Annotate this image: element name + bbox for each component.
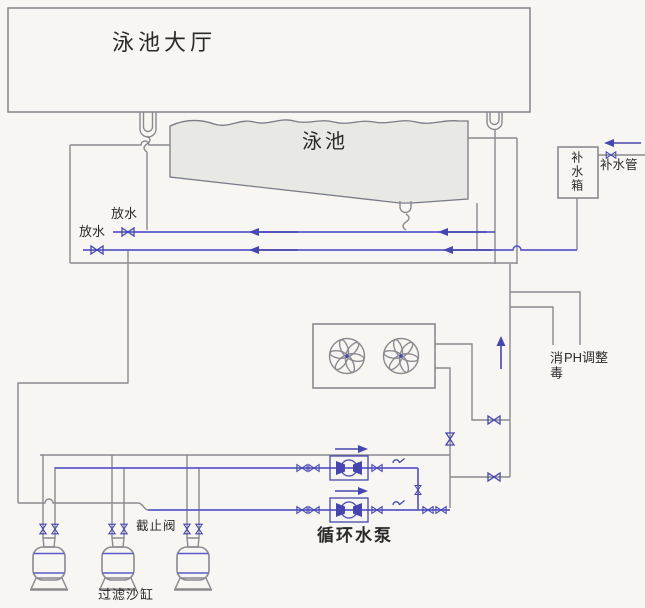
pool-drain-icon — [399, 201, 412, 231]
fan-icon — [382, 337, 420, 375]
disinfect-label: 消毒 — [547, 351, 563, 381]
stop-valve-label: 截止阀 — [136, 519, 177, 533]
drain-label-2: 放水 — [79, 224, 106, 239]
check-valve-icon — [392, 499, 406, 506]
pool-hall-label: 泳池大厅 — [112, 30, 217, 55]
pool-label: 泳池 — [302, 131, 348, 153]
spring-icon-left — [143, 135, 151, 153]
pipe-network-gray — [17, 130, 645, 538]
fan-unit-box — [312, 323, 436, 389]
pool-hall-box — [7, 7, 531, 113]
check-valve-icon — [392, 457, 406, 464]
pipe-network-water — [55, 231, 577, 511]
filter-tank-icon — [173, 537, 213, 591]
makeup-tank-box — [557, 146, 599, 199]
flow-arrows — [249, 139, 641, 495]
makeup-pipe-label: 补水管 — [600, 158, 638, 172]
makeup-tank-label: 补水箱 — [569, 151, 584, 193]
gutter-icon-right — [486, 112, 503, 131]
filter-tank-icon — [29, 537, 69, 591]
gutter-icon-left — [139, 112, 157, 138]
filter-tank-icon — [98, 537, 138, 591]
sand-filter-label: 过滤沙缸 — [98, 587, 155, 602]
circulation-pump-label: 循环水泵 — [317, 526, 393, 545]
pool-shape — [169, 119, 469, 204]
ph-adjust-label: PH调整 — [564, 350, 609, 365]
drain-label-1: 放水 — [111, 206, 138, 221]
fan-icon — [328, 337, 366, 375]
